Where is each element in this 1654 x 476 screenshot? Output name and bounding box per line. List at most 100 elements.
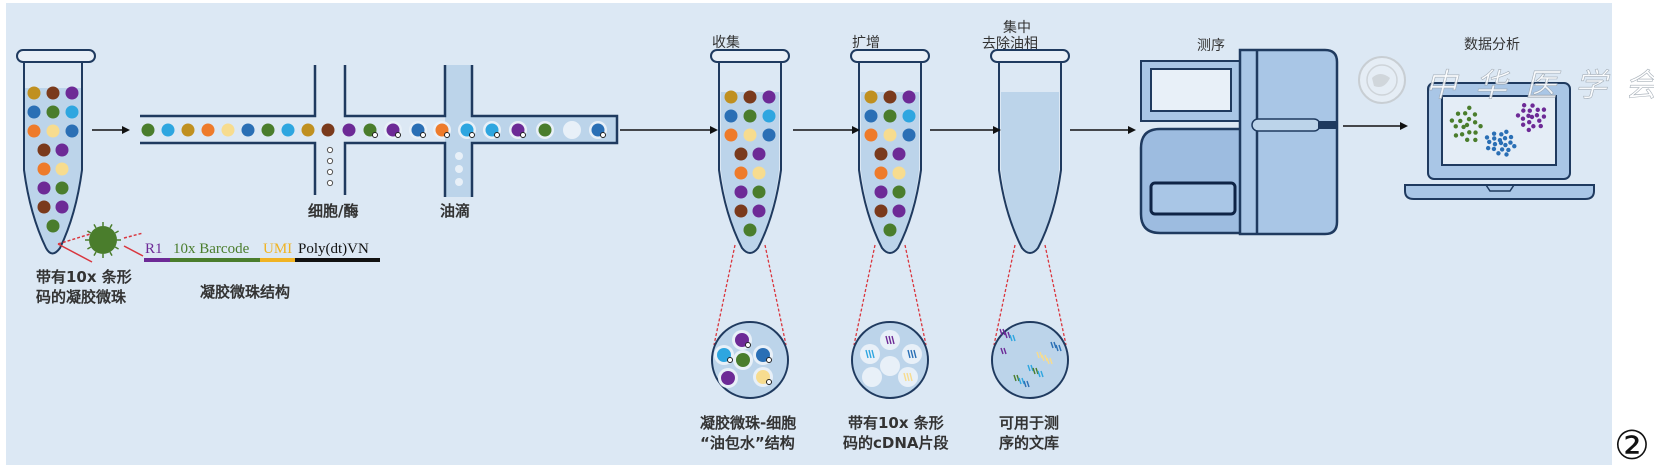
library-fragment <box>1013 374 1017 382</box>
cluster-point <box>1499 132 1504 137</box>
library-fragment <box>1026 380 1030 388</box>
cluster-point <box>1521 103 1527 108</box>
cluster-point <box>1508 134 1514 140</box>
step-concentrate-label-line1: 集中 <box>1003 19 1031 36</box>
gel-bead <box>883 223 897 237</box>
gel-bead-tube <box>16 49 96 255</box>
gel-bead <box>46 219 60 233</box>
step-collect-caption-line1: 凝胶微珠-细胞 <box>700 414 796 432</box>
gel-bead <box>55 143 69 157</box>
gel-bead <box>874 185 888 199</box>
cdna-fragment <box>903 372 907 382</box>
gel-bead <box>27 124 41 138</box>
cluster-point <box>1538 123 1543 129</box>
arrow-icon <box>930 126 1001 134</box>
junction-oil-label: 油滴 <box>440 202 470 220</box>
concentrate-tube <box>990 49 1070 399</box>
gel-bead <box>883 90 897 104</box>
gel-bead <box>201 123 215 137</box>
step-concentrate-label-line2: 去除油相 <box>982 36 1038 52</box>
laptop-icon <box>1404 82 1595 200</box>
library-fragment <box>1012 334 1016 342</box>
gel-bead <box>892 166 906 180</box>
gel-bead <box>734 204 748 218</box>
cluster-point <box>1503 142 1508 148</box>
cdna-fragment <box>909 372 913 382</box>
cdna-fragment <box>891 335 895 345</box>
cluster-point <box>1527 119 1532 125</box>
cdna-fragment <box>871 349 875 359</box>
cell-stream <box>326 146 334 187</box>
microfluidic-chip <box>140 65 619 197</box>
amplify-tube <box>850 49 930 399</box>
gel-bead <box>743 109 757 123</box>
cell <box>520 132 526 138</box>
cdna-fragment <box>910 349 914 359</box>
step-collect-caption-line2: “油包水”结构 <box>700 434 795 452</box>
gel-bead <box>37 200 51 214</box>
step-library-caption-line1: 可用于测 <box>999 414 1059 432</box>
library-fragment <box>1037 370 1041 378</box>
cluster-point <box>1526 127 1531 133</box>
cluster-point <box>1531 124 1536 129</box>
gel-bead <box>864 109 878 123</box>
oil-stream <box>455 152 463 186</box>
step-sequencing-label: 测序 <box>1197 38 1225 54</box>
cdna-fragment <box>906 372 910 382</box>
library-fragment <box>1000 347 1004 355</box>
cluster-point <box>1464 122 1470 128</box>
gel-bead <box>724 90 738 104</box>
library-fragment <box>1030 364 1034 372</box>
step-analysis-label: 数据分析 <box>1464 37 1520 53</box>
cluster-point <box>1496 151 1501 156</box>
library-fragment <box>1016 374 1020 382</box>
cluster-point <box>1455 111 1461 116</box>
gel-bead <box>181 123 195 137</box>
step-collect-label: 收集 <box>712 34 740 51</box>
gel-bead <box>752 166 766 180</box>
gel-bead <box>46 86 60 100</box>
cell <box>372 132 378 138</box>
cell <box>444 132 450 138</box>
gel-bead <box>65 105 79 119</box>
cluster-point <box>1478 123 1483 129</box>
library-fragment <box>999 328 1003 336</box>
cell-cluster-plot <box>1449 103 1547 157</box>
library-fragment <box>1046 357 1050 365</box>
gel-bead <box>724 109 738 123</box>
figure-panel <box>6 3 1612 465</box>
library-fragment <box>1004 331 1008 339</box>
library-fragment <box>1023 380 1027 388</box>
library-fragment <box>1021 377 1025 385</box>
gel-bead <box>892 204 906 218</box>
gel-bead <box>752 185 766 199</box>
gel-bead <box>55 162 69 176</box>
library-fragment <box>1009 334 1013 342</box>
tube-cap <box>850 49 930 63</box>
gel-bead <box>874 166 888 180</box>
step-amplify-caption-line2: 码的cDNA片段 <box>843 434 949 452</box>
library-fragment <box>1055 344 1059 352</box>
cluster-point <box>1534 113 1540 118</box>
sequencer-icon <box>1139 48 1339 236</box>
arrow-icon <box>1343 122 1408 130</box>
tube-cap <box>710 49 790 63</box>
library-fragment <box>1049 357 1053 365</box>
cluster-point <box>1502 136 1508 141</box>
cluster-point <box>1485 145 1491 151</box>
gel-bead <box>65 86 79 100</box>
cluster-point <box>1467 130 1472 135</box>
figure-number-marker: ② <box>1614 423 1650 469</box>
watermark-text: 中华医学会 <box>1425 66 1654 104</box>
gel-bead <box>261 123 275 137</box>
cluster-point <box>1537 118 1542 123</box>
arrow-icon <box>793 126 860 134</box>
magnified-view <box>991 321 1069 399</box>
tube-cap <box>990 49 1070 63</box>
cdna-fragment <box>865 349 869 359</box>
gel-bead-icon <box>89 226 117 254</box>
gel-bead-zoom <box>57 222 144 263</box>
library-fragment <box>1027 364 1031 372</box>
cluster-point <box>1449 118 1455 123</box>
gel-bead <box>743 223 757 237</box>
